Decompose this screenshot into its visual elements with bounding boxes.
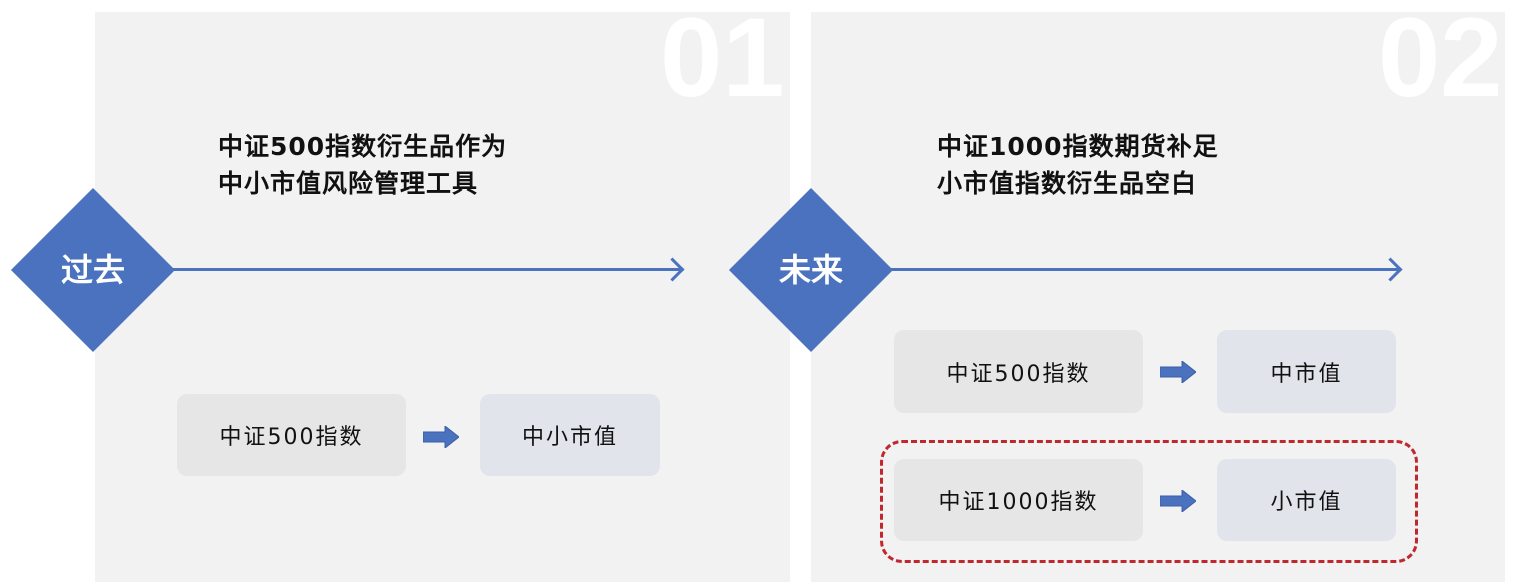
timeline-line <box>170 268 680 271</box>
index-box: 中证1000指数 <box>894 459 1143 541</box>
title-line: 小市值指数衍生品空白 <box>937 169 1198 198</box>
right-arrow-icon <box>1160 490 1196 512</box>
timeline-line <box>888 268 1398 271</box>
segment-box: 小市值 <box>1217 459 1396 541</box>
panel-past <box>95 12 790 582</box>
right-arrow-icon <box>1160 361 1196 383</box>
index-box: 中证500指数 <box>894 330 1143 413</box>
highlight-dashed-frame <box>880 440 1418 563</box>
title-line: 中证500指数衍生品作为 <box>218 132 508 161</box>
right-arrow-icon <box>423 426 459 448</box>
panel-title: 中证1000指数期货补足 小市值指数衍生品空白 <box>937 128 1219 202</box>
panel-number: 02 <box>1378 0 1503 120</box>
title-line: 中小市值风险管理工具 <box>218 169 479 198</box>
index-box: 中证500指数 <box>177 394 406 476</box>
diamond-label: 未来 <box>778 251 843 289</box>
panel-title: 中证500指数衍生品作为 中小市值风险管理工具 <box>218 128 507 202</box>
panel-number: 01 <box>660 0 785 120</box>
segment-box: 中市值 <box>1217 330 1396 413</box>
diamond-label: 过去 <box>60 251 125 289</box>
segment-box: 中小市值 <box>480 394 660 476</box>
title-line: 中证1000指数期货补足 <box>937 132 1219 161</box>
